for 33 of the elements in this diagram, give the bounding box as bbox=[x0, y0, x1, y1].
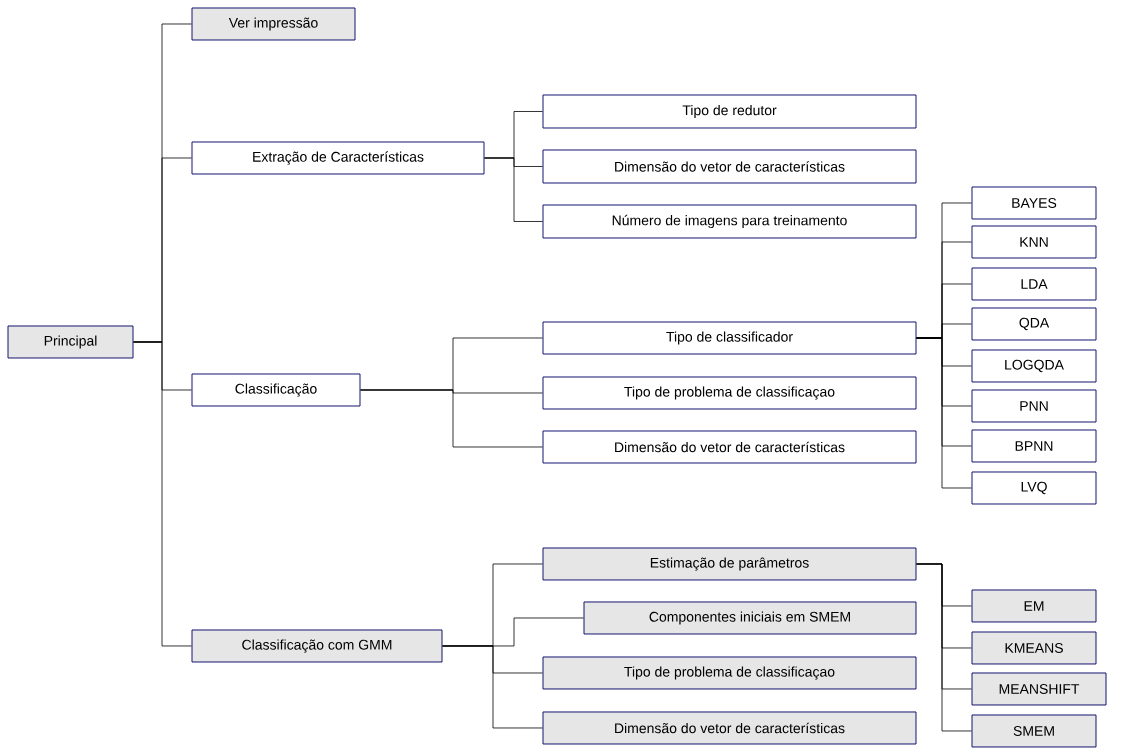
menu-box: Principal bbox=[7, 325, 134, 359]
menu-box: Extração de Características bbox=[191, 141, 485, 175]
menu-box: Tipo de redutor bbox=[542, 94, 917, 129]
menu-box: Dimensão do vetor de características bbox=[542, 149, 917, 184]
menu-box: Classificação com GMM bbox=[191, 629, 443, 663]
menu-box: BAYES bbox=[971, 186, 1097, 220]
connector-line bbox=[360, 389, 543, 448]
connector-line bbox=[916, 563, 972, 732]
menu-box: Estimação de parâmetros bbox=[542, 547, 917, 581]
connector-line bbox=[484, 157, 543, 222]
menu-box: LDA bbox=[971, 267, 1097, 301]
menu-box: Tipo de classificador bbox=[542, 321, 917, 355]
menu-box: BPNN bbox=[971, 429, 1097, 463]
menu-box: Dimensão do vetor de características bbox=[542, 430, 917, 464]
menu-box: KNN bbox=[971, 225, 1097, 259]
menu-box: Classificação bbox=[191, 373, 361, 407]
connector-line bbox=[133, 341, 192, 647]
menu-box: LOGQDA bbox=[971, 349, 1097, 383]
menu-box: QDA bbox=[971, 307, 1097, 341]
menu-box: LVQ bbox=[971, 471, 1097, 505]
menu-box: Ver impressão bbox=[191, 7, 356, 41]
menu-box: EM bbox=[971, 589, 1097, 623]
menu-box: PNN bbox=[971, 389, 1097, 423]
menu-box: Tipo de problema de classificaçao bbox=[542, 376, 917, 410]
menu-box: Dimensão do vetor de características bbox=[542, 711, 917, 745]
menu-box: Componentes iniciais em SMEM bbox=[583, 601, 917, 635]
menu-box: MEANSHIFT bbox=[971, 672, 1107, 706]
menu-box: Número de imagens para treinamento bbox=[542, 204, 917, 239]
menu-box: Tipo de problema de classificaçao bbox=[542, 656, 917, 690]
menu-box: KMEANS bbox=[971, 631, 1097, 665]
menu-box: SMEM bbox=[971, 714, 1097, 748]
connector-line bbox=[916, 337, 972, 489]
connector-line bbox=[442, 645, 543, 729]
